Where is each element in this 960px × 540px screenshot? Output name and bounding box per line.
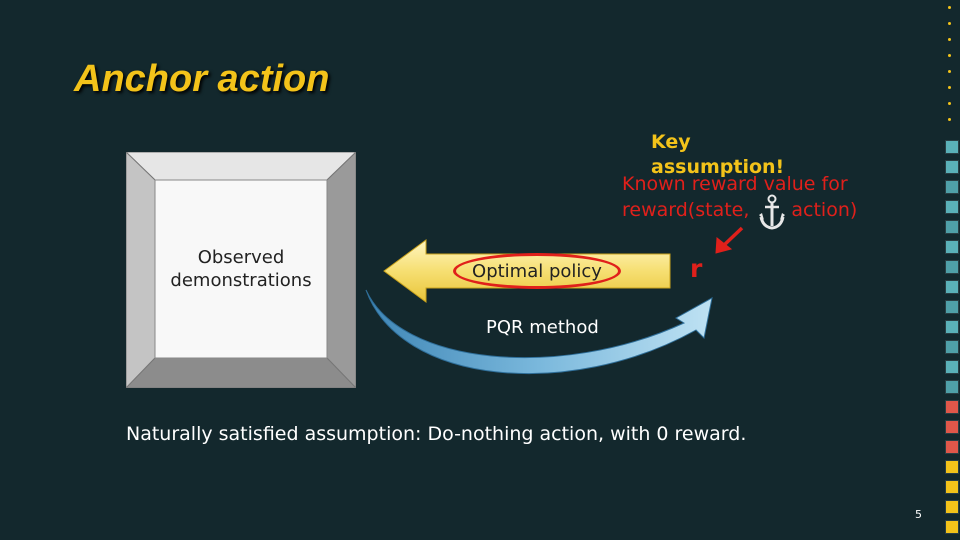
key-line2: assumption! [651,156,785,178]
red-pointer-arrow [715,226,744,254]
frame-label: Observed demonstrations [155,180,327,358]
key-assumption-label: Key assumption! [651,130,811,180]
known-reward-text: Known reward value for reward(state, acti… [622,171,882,223]
optimal-policy-label: Optimal policy [472,260,602,282]
known-line1: Known reward value for [622,173,848,195]
key-line1: Key [651,131,691,153]
page-number: 5 [915,508,922,521]
reward-symbol: r [690,254,703,283]
demonstrations-frame [126,152,356,388]
frame-label-line2: demonstrations [170,270,312,291]
known-suffix: action) [791,199,858,221]
decorative-strip [944,0,960,540]
known-line2: reward(state, action) [622,197,882,223]
dot-pattern [944,0,960,130]
known-prefix: reward(state, [622,199,750,221]
assumption-note: Naturally satisfied assumption: Do-nothi… [126,423,747,445]
optimal-policy-highlight [453,253,621,289]
anchor-icon [759,194,785,230]
slide-title: Anchor action [74,58,330,100]
pqr-method-label: PQR method [486,317,599,338]
frame-label-line1: Observed [197,247,285,268]
pqr-curved-arrow [365,289,713,375]
